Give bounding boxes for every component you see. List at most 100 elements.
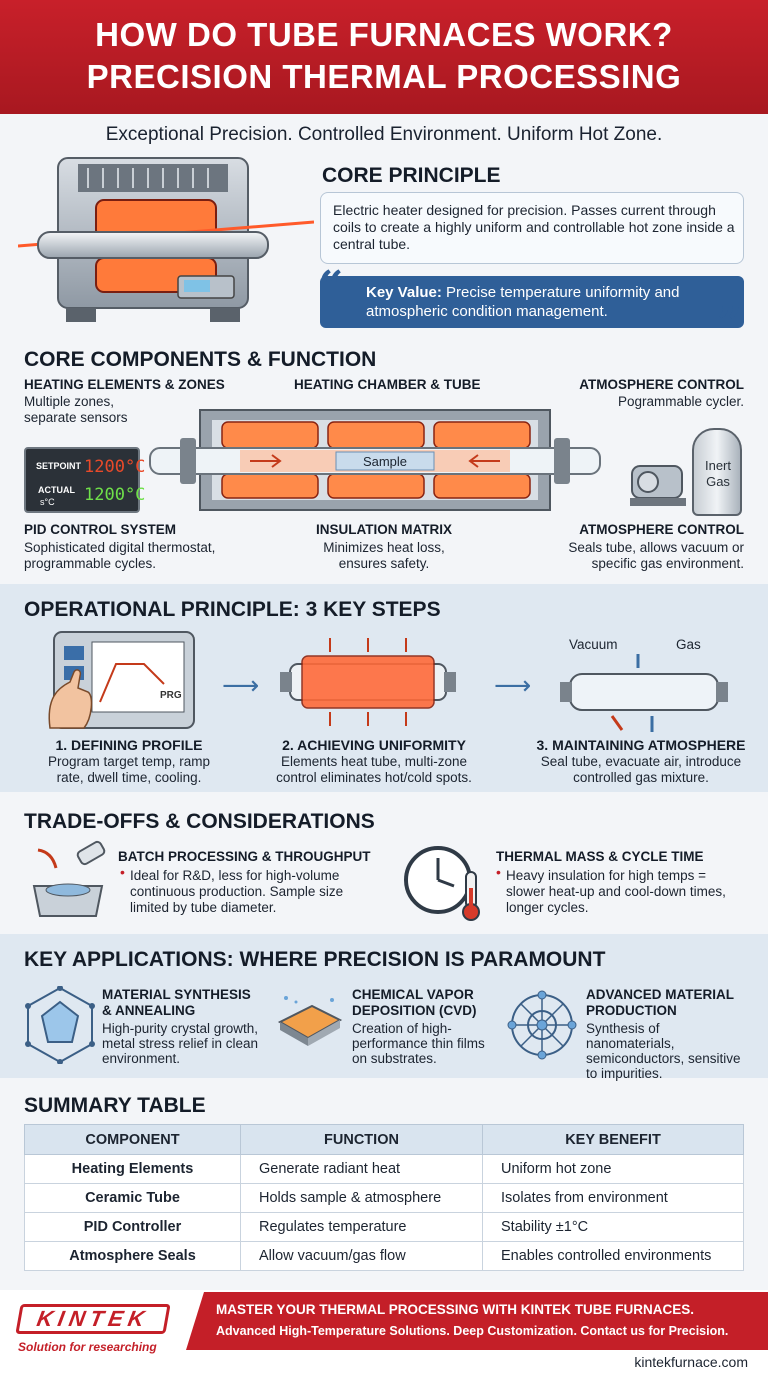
kintek-logo-text: KINTEK xyxy=(34,1306,152,1331)
key-value-label: Key Value: xyxy=(366,284,442,301)
core-principle-title: CORE PRINCIPLE xyxy=(322,164,501,187)
atmosphere-control-top-label: ATMOSPHERE CONTROL xyxy=(579,377,744,392)
table-row: Ceramic Tube Holds sample & atmosphere I… xyxy=(24,1183,744,1213)
table-cell: Regulates temperature xyxy=(240,1212,483,1242)
kintek-logo: KINTEK xyxy=(15,1304,171,1334)
table-header-cell: KEY BENEFIT xyxy=(482,1124,744,1155)
tagline: Exceptional Precision. Controlled Enviro… xyxy=(105,124,663,145)
tube-furnace-illustration xyxy=(18,157,314,322)
app-3-desc: Synthesis of nanomaterials, semiconducto… xyxy=(586,1021,741,1081)
sealed-tube-icon xyxy=(560,654,728,732)
step-3-title: 3. MAINTAINING ATMOSPHERE xyxy=(536,737,746,753)
nanomaterial-molecule-icon xyxy=(507,990,577,1060)
website-link[interactable]: kintekfurnace.com xyxy=(634,1354,748,1370)
actual-value: 1200°C xyxy=(84,485,146,505)
sample-label: Sample xyxy=(362,454,408,469)
tradeoff-1-title: BATCH PROCESSING & THROUGHPUT xyxy=(118,849,371,864)
cta-subtitle: Advanced High-Temperature Solutions. Dee… xyxy=(216,1324,729,1338)
gas-label: Gas xyxy=(676,637,701,652)
app-1-title: MATERIAL SYNTHESIS & ANNEALING xyxy=(102,987,251,1018)
table-cell: Generate radiant heat xyxy=(240,1154,483,1184)
cta-banner: MASTER YOUR THERMAL PROCESSING WITH KINT… xyxy=(186,1292,768,1350)
step-1-desc: Program target temp, ramp rate, dwell ti… xyxy=(47,754,211,785)
insulation-desc: Minimizes heat loss, ensures safety. xyxy=(323,540,445,571)
table-cell: PID Controller xyxy=(24,1212,241,1242)
atmosphere-control-bottom-desc: Seals tube, allows vacuum or specific ga… xyxy=(568,540,744,571)
tradeoff-2-desc: Heavy insulation for high temps = slower… xyxy=(506,868,726,915)
heating-elements-desc: Multiple zones, separate sensors xyxy=(24,394,128,425)
vacuum-label: Vacuum xyxy=(569,637,618,652)
crystal-lattice-icon xyxy=(25,986,95,1064)
table-row: Atmosphere Seals Allow vacuum/gas flow E… xyxy=(24,1241,744,1271)
step-3-desc: Seal tube, evacuate air, introduce contr… xyxy=(540,754,742,785)
header-title-line1: HOW DO TUBE FURNACES WORK? xyxy=(95,16,673,53)
table-cell: Uniform hot zone xyxy=(482,1154,744,1184)
app-2-desc: Creation of high-performance thin films … xyxy=(352,1021,485,1066)
atmosphere-control-top-desc: Pogrammable cycler. xyxy=(617,394,744,409)
core-principle-box: Electric heater designed for precision. … xyxy=(320,192,744,264)
app-2-title: CHEMICAL VAPOR DEPOSITION (CVD) xyxy=(352,987,477,1018)
thermal-mass-clock-icon xyxy=(404,846,480,921)
page-header: HOW DO TUBE FURNACES WORK? PRECISION THE… xyxy=(0,0,768,114)
summary-title: SUMMARY TABLE xyxy=(24,1094,206,1117)
uniform-heating-icon xyxy=(280,638,456,726)
table-cell: Ceramic Tube xyxy=(24,1183,241,1213)
insulation-label: INSULATION MATRIX xyxy=(316,522,452,537)
table-cell: Allow vacuum/gas flow xyxy=(240,1241,483,1271)
table-cell: Heating Elements xyxy=(24,1154,241,1184)
summary-table: COMPONENT FUNCTION KEY BENEFIT Heating E… xyxy=(24,1124,744,1271)
batch-processing-icon xyxy=(32,840,106,917)
brand-tagline: Solution for researching xyxy=(18,1340,157,1354)
table-cell: Stability ±1°C xyxy=(482,1212,744,1242)
components-title: CORE COMPONENTS & FUNCTION xyxy=(24,348,377,371)
tradeoff-1-bullet: • xyxy=(120,864,125,880)
table-header-cell: FUNCTION xyxy=(240,1124,483,1155)
furnace-cross-section xyxy=(149,409,601,511)
key-value-text: Precise temperature uniformity and atmos… xyxy=(366,284,680,320)
atmosphere-control-bottom-label: ATMOSPHERE CONTROL xyxy=(579,522,744,537)
step-2-desc: Elements heat tube, multi-zone control e… xyxy=(276,754,472,785)
tradeoff-2-bullet: • xyxy=(496,864,501,880)
cta-title: MASTER YOUR THERMAL PROCESSING WITH KINT… xyxy=(216,1302,695,1317)
gas-cylinder-label: Inert Gas xyxy=(704,458,731,489)
setpoint-label: SETPOINT xyxy=(36,461,82,471)
tradeoff-1-desc: Ideal for R&D, less for high-volume cont… xyxy=(130,868,344,915)
pid-control-desc: Sophisticated digital thermostat, progra… xyxy=(24,540,216,571)
pid-control-label: PID CONTROL SYSTEM xyxy=(24,522,177,537)
table-cell: Holds sample & atmosphere xyxy=(240,1183,483,1213)
tradeoff-2-title: THERMAL MASS & CYCLE TIME xyxy=(496,849,704,864)
applications-title: KEY APPLICATIONS: WHERE PRECISION IS PAR… xyxy=(24,948,606,971)
setpoint-value: 1200°C xyxy=(84,457,146,477)
controller-screen-label: PRG xyxy=(160,690,182,701)
actual-label: ACTUAL xyxy=(38,485,75,495)
quote-open-icon: “ xyxy=(318,262,344,313)
table-cell: Atmosphere Seals xyxy=(24,1241,241,1271)
quote-close-icon: ” xyxy=(716,298,742,349)
controller-touch-icon xyxy=(48,631,195,729)
table-header-cell: COMPONENT xyxy=(24,1124,241,1155)
table-row: PID Controller Regulates temperature Sta… xyxy=(24,1212,744,1242)
gas-cylinder-icon: Inert Gas xyxy=(692,428,742,516)
vacuum-pump-icon xyxy=(630,465,686,506)
heating-elements-label: HEATING ELEMENTS & ZONES xyxy=(24,377,225,392)
key-value-box: “ Key Value: Precise temperature uniform… xyxy=(318,262,744,349)
app-1-desc: High-purity crystal growth, metal stress… xyxy=(102,1021,259,1066)
thin-film-wafer-icon xyxy=(277,996,343,1046)
table-cell: Enables controlled environments xyxy=(482,1241,744,1271)
core-principle-description: Electric heater designed for precision. … xyxy=(333,202,735,252)
table-header-row: COMPONENT FUNCTION KEY BENEFIT xyxy=(24,1124,744,1155)
app-3-title: ADVANCED MATERIAL PRODUCTION xyxy=(586,987,734,1018)
operational-title: OPERATIONAL PRINCIPLE: 3 KEY STEPS xyxy=(24,598,441,621)
step-1-title: 1. DEFINING PROFILE xyxy=(55,737,203,753)
arrow-right-icon-2: ⟶ xyxy=(494,670,532,700)
arrow-right-icon-1: ⟶ xyxy=(222,670,260,700)
actual-sub: s°C xyxy=(40,497,55,507)
table-row: Heating Elements Generate radiant heat U… xyxy=(24,1154,744,1184)
step-2-title: 2. ACHIEVING UNIFORMITY xyxy=(282,737,466,753)
heating-chamber-label: HEATING CHAMBER & TUBE xyxy=(294,377,481,392)
tradeoffs-title: TRADE-OFFS & CONSIDERATIONS xyxy=(24,810,375,833)
pid-display: SETPOINT 1200°C ACTUAL s°C 1200°C xyxy=(24,447,145,513)
header-title-line2: PRECISION THERMAL PROCESSING xyxy=(86,58,682,95)
applications-band xyxy=(0,934,768,1078)
table-cell: Isolates from environment xyxy=(482,1183,744,1213)
